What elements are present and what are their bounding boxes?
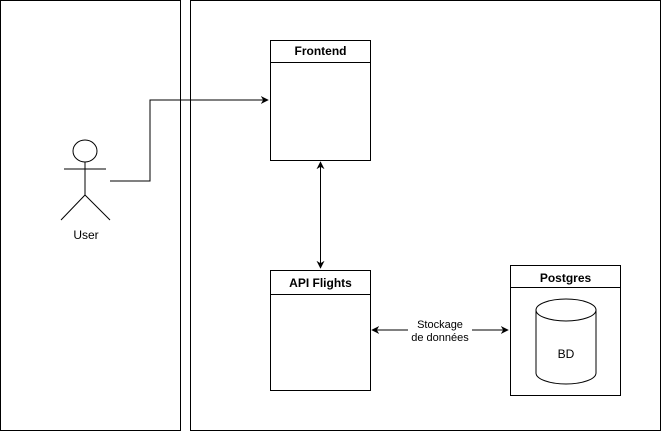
actor-head — [72, 139, 98, 163]
api-title: API Flights — [289, 276, 352, 290]
api-box — [270, 270, 371, 391]
user-actor — [60, 139, 111, 221]
edge-label-line2: de données — [411, 332, 469, 344]
user-zone — [0, 0, 181, 431]
actor-label: User — [73, 228, 98, 242]
edge-label-line1: Stockage — [417, 319, 463, 331]
database-cylinder-icon — [535, 298, 597, 385]
frontend-title: Frontend — [295, 44, 347, 58]
db-label: BD — [558, 347, 575, 361]
actor-leg-right — [84, 194, 111, 221]
postgres-title: Postgres — [540, 271, 592, 285]
actor-leg-left — [60, 194, 86, 221]
edge-user-frontend — [110, 96, 269, 182]
frontend-box — [270, 40, 371, 161]
